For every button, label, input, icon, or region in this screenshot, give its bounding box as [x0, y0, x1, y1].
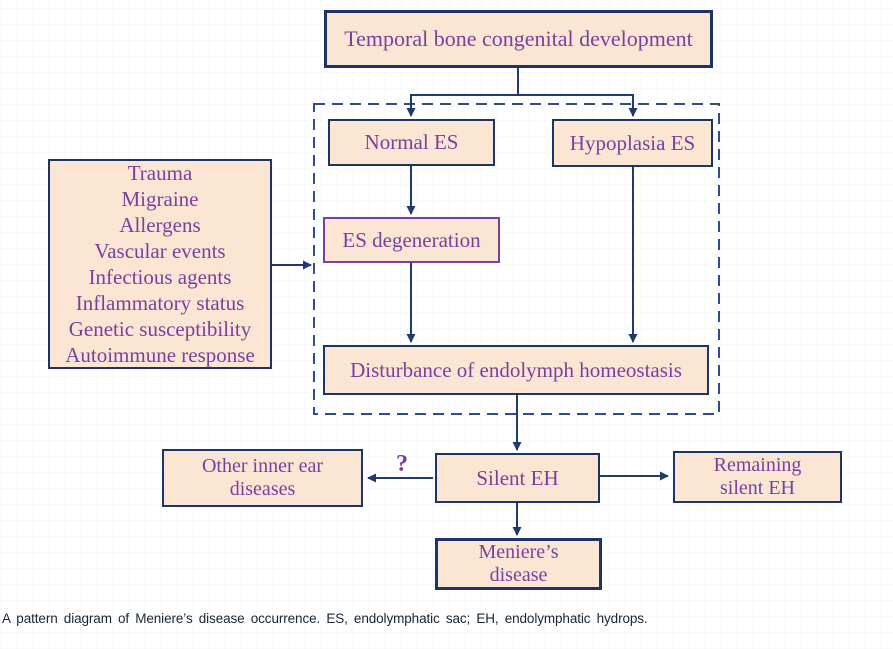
factor-item: Inflammatory status: [75, 291, 245, 315]
node-menieres-disease: Meniere’s disease: [435, 538, 602, 590]
node-normal-es: Normal ES: [328, 119, 495, 166]
connector-temporal-to-normal-es: [406, 94, 518, 117]
factor-item: Genetic susceptibility: [68, 317, 252, 341]
node-label: Remaining silent EH: [713, 454, 802, 499]
node-label: Meniere’s disease: [478, 541, 559, 586]
factor-item: Vascular events: [94, 239, 226, 263]
node-disturbance-endolymph-homeostasis: Disturbance of endolymph homeostasis: [323, 345, 709, 395]
factor-item: Allergens: [119, 213, 201, 237]
node-label: ES degeneration: [342, 227, 481, 252]
figure-caption: A pattern diagram of Meniere’s disease o…: [2, 611, 648, 626]
node-hypoplasia-es: Hypoplasia ES: [552, 119, 713, 167]
question-mark-annotation: ?: [396, 451, 408, 477]
node-label: Hypoplasia ES: [569, 130, 696, 155]
node-label: Normal ES: [364, 130, 459, 155]
node-other-inner-ear-diseases: Other inner ear diseases: [162, 449, 363, 507]
node-temporal-bone-congenital-development: Temporal bone congenital development: [324, 10, 713, 68]
factor-item: Autoimmune response: [65, 343, 255, 367]
factor-item: Migraine: [121, 187, 199, 211]
connector-temporal-to-hypoplasia-es: [518, 94, 638, 117]
node-remaining-silent-eh: Remaining silent EH: [673, 451, 842, 503]
factor-item: Infectious agents: [88, 265, 232, 289]
node-silent-eh: Silent EH: [435, 453, 600, 503]
node-es-degeneration: ES degeneration: [323, 217, 500, 263]
node-label: Temporal bone congenital development: [344, 26, 693, 52]
factor-item: Trauma: [127, 161, 193, 185]
node-label: Disturbance of endolymph homeostasis: [350, 357, 682, 382]
node-label: Other inner ear diseases: [201, 455, 324, 500]
node-predisposing-factors: Trauma Migraine Allergens Vascular event…: [48, 159, 272, 369]
node-label: Silent EH: [476, 465, 559, 490]
dashed-group-frame: [313, 103, 720, 415]
